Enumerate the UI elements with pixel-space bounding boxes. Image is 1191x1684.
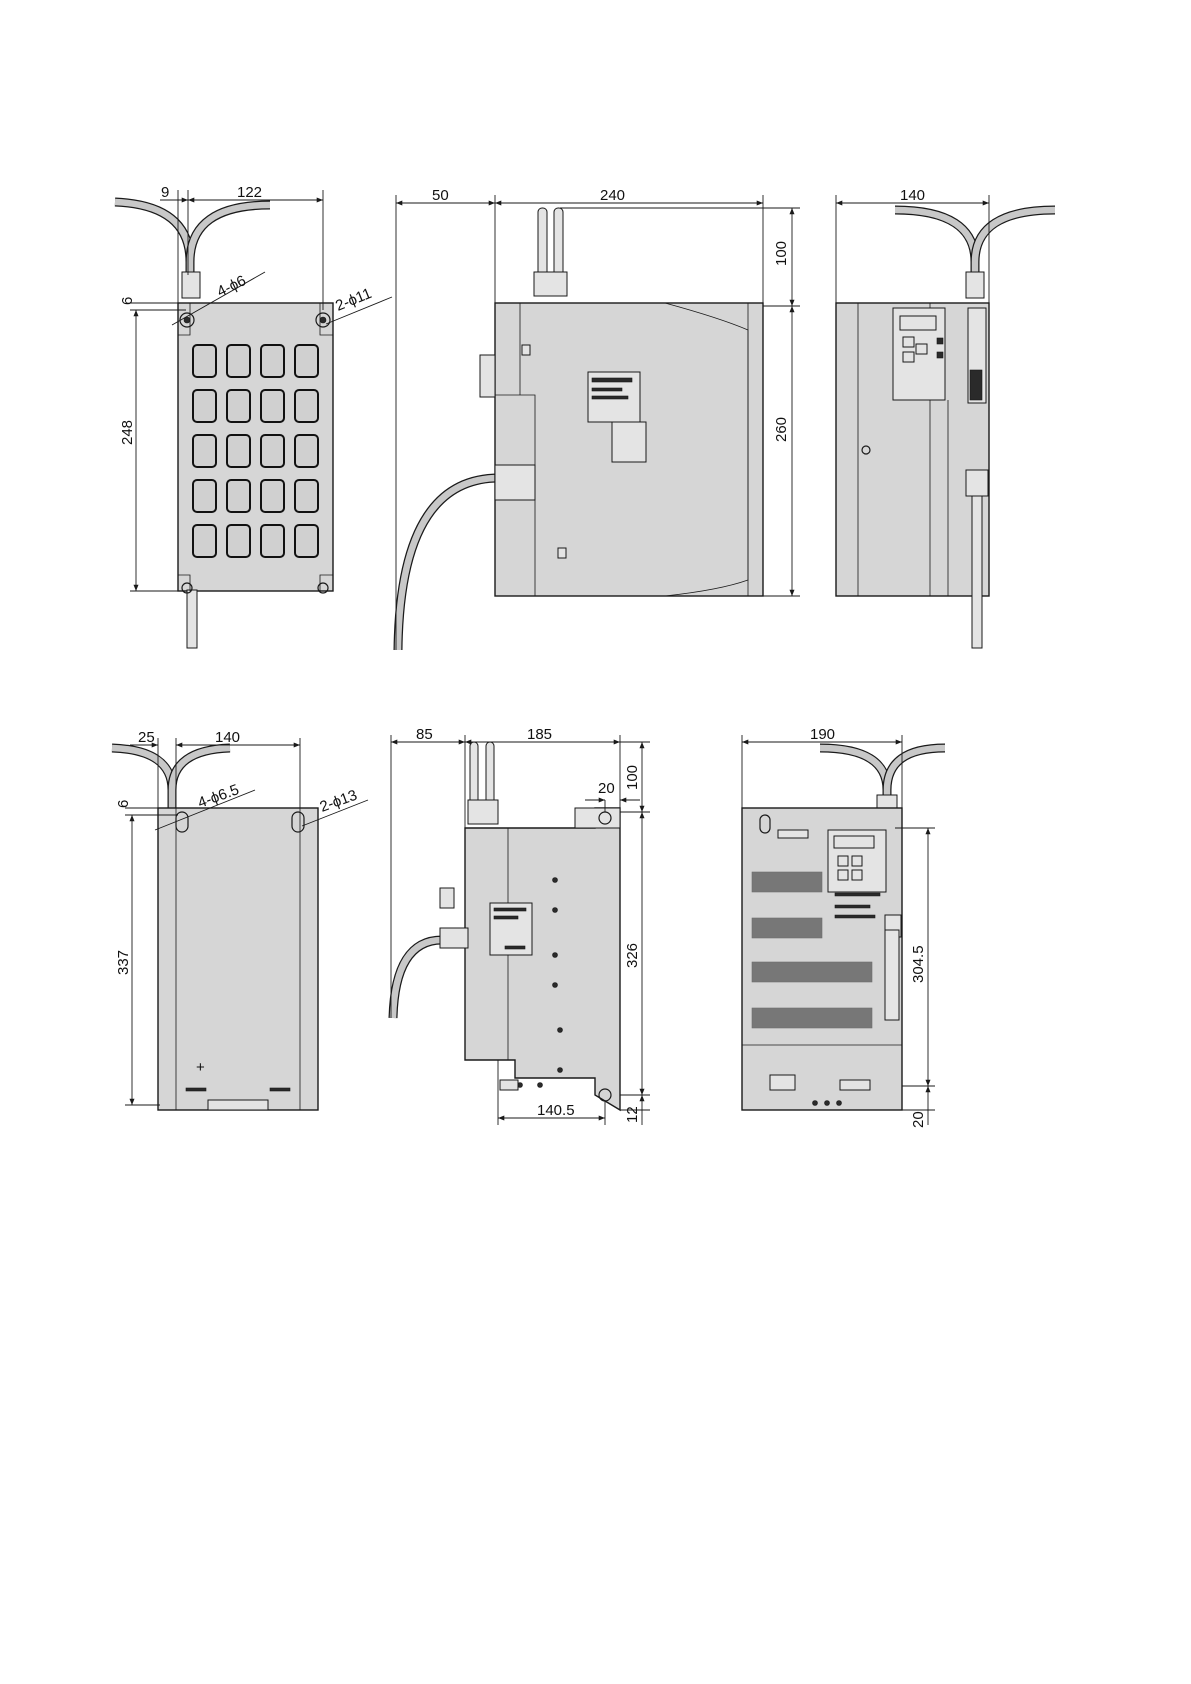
- dim-holes-4: 4-ϕ6: [214, 272, 249, 300]
- dim-100: 100: [773, 241, 790, 266]
- dim-20-right: 20: [910, 1111, 927, 1128]
- dim-6-bot: 6: [115, 800, 132, 808]
- dim-6: 6: [119, 297, 136, 305]
- top-right-view: 140: [836, 187, 1055, 648]
- dim-85: 85: [416, 726, 433, 743]
- dim-248: 248: [119, 420, 136, 445]
- bottom-side-view: 85 185 20 100 326 12 140.5: [391, 726, 650, 1125]
- dim-140-bot: 140: [215, 729, 240, 746]
- bottom-front-body: [158, 808, 318, 1110]
- dim-122: 122: [237, 184, 262, 201]
- dim-9: 9: [161, 184, 169, 201]
- top-front-view: 9 122 6 248 4-ϕ6 2-ϕ11: [115, 184, 392, 648]
- bottom-front-view: + 25 140 6 337 4-ϕ6.5 2-ϕ13: [112, 729, 368, 1110]
- dim-185: 185: [527, 726, 552, 743]
- bottom-side-body: [465, 808, 620, 1110]
- dim-337: 337: [115, 950, 132, 975]
- bottom-right-view: 190 304.5 20: [742, 726, 945, 1128]
- dim-50: 50: [432, 187, 449, 204]
- dim-326: 326: [624, 943, 641, 968]
- dim-190: 190: [810, 726, 835, 743]
- dim-20-side: 20: [598, 780, 615, 797]
- dim-100-side: 100: [624, 765, 641, 790]
- dim-260: 260: [773, 417, 790, 442]
- dim-holes-2: 2-ϕ11: [333, 285, 374, 315]
- dim-holes-4-bot: 4-ϕ6.5: [196, 781, 242, 812]
- svg-text:+: +: [196, 1059, 205, 1076]
- dim-240: 240: [600, 187, 625, 204]
- dim-12: 12: [624, 1106, 641, 1123]
- top-side-view: 50 240 100 260: [396, 187, 800, 650]
- dim-25: 25: [138, 729, 155, 746]
- dim-304-5: 304.5: [910, 945, 927, 983]
- dim-140-5: 140.5: [537, 1102, 575, 1119]
- dim-140-top: 140: [900, 187, 925, 204]
